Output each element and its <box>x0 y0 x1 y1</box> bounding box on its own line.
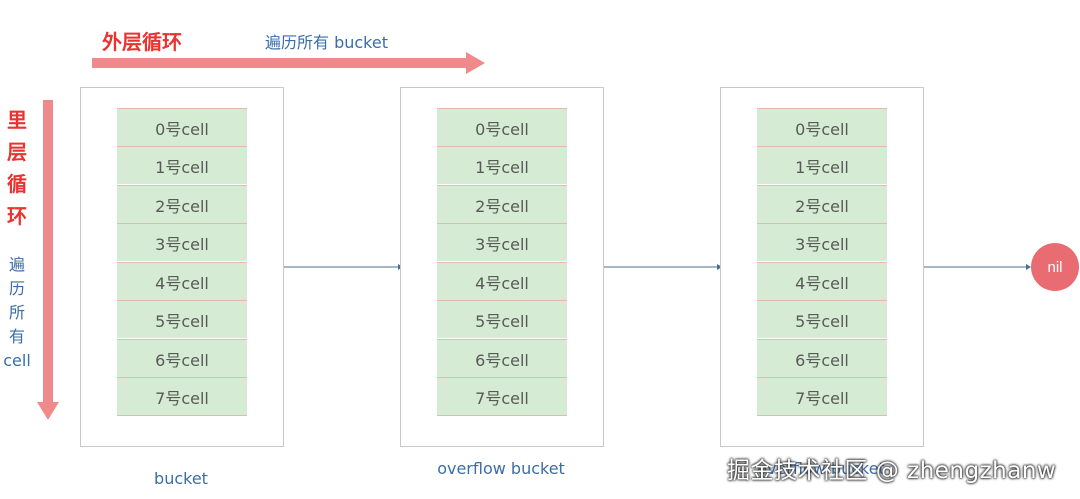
nil-node: nil <box>1031 243 1079 291</box>
overflow-bucket-caption: overflow bucket <box>757 459 885 478</box>
cell: 4号cell <box>117 262 247 300</box>
cell: 7号cell <box>437 377 567 416</box>
cell: 4号cell <box>757 262 887 300</box>
cell: 5号cell <box>757 300 887 338</box>
cell: 2号cell <box>757 185 887 223</box>
cell: 4号cell <box>437 262 567 300</box>
bucket-box: 0号cell 1号cell 2号cell 3号cell 4号cell 5号cel… <box>80 87 284 447</box>
cell: 3号cell <box>757 223 887 261</box>
overflow-bucket-caption: overflow bucket <box>437 459 565 478</box>
cell: 7号cell <box>757 377 887 416</box>
outer-loop-title: 外层循环 <box>102 30 182 54</box>
outer-loop-arrow <box>92 52 485 74</box>
cell: 3号cell <box>117 223 247 261</box>
cell: 0号cell <box>437 108 567 146</box>
outer-loop-subtitle: 遍历所有 bucket <box>265 33 388 52</box>
bucket-caption: bucket <box>154 469 208 488</box>
cell: 7号cell <box>117 377 247 416</box>
overflow-bucket-box: 0号cell 1号cell 2号cell 3号cell 4号cell 5号cel… <box>720 87 924 447</box>
overflow-bucket-box: 0号cell 1号cell 2号cell 3号cell 4号cell 5号cel… <box>400 87 604 447</box>
watermark: 掘金技术社区 @ zhengzhanw <box>727 458 1057 484</box>
inner-loop-arrow <box>37 100 59 420</box>
cell: 5号cell <box>117 300 247 338</box>
inner-loop-title: 里层循环 <box>7 108 27 228</box>
cell: 1号cell <box>117 146 247 184</box>
cell: 1号cell <box>437 146 567 184</box>
cell: 0号cell <box>757 108 887 146</box>
link-arrow-3 <box>924 264 1031 270</box>
cell: 0号cell <box>117 108 247 146</box>
cell: 6号cell <box>757 339 887 377</box>
cell: 2号cell <box>117 185 247 223</box>
link-arrow-2 <box>604 264 722 270</box>
link-arrow-1 <box>284 264 403 270</box>
cell: 1号cell <box>757 146 887 184</box>
inner-loop-subtitle: 遍历所有cell <box>3 255 31 370</box>
cell: 6号cell <box>117 339 247 377</box>
cell: 3号cell <box>437 223 567 261</box>
cell: 6号cell <box>437 339 567 377</box>
cell: 2号cell <box>437 185 567 223</box>
cell: 5号cell <box>437 300 567 338</box>
